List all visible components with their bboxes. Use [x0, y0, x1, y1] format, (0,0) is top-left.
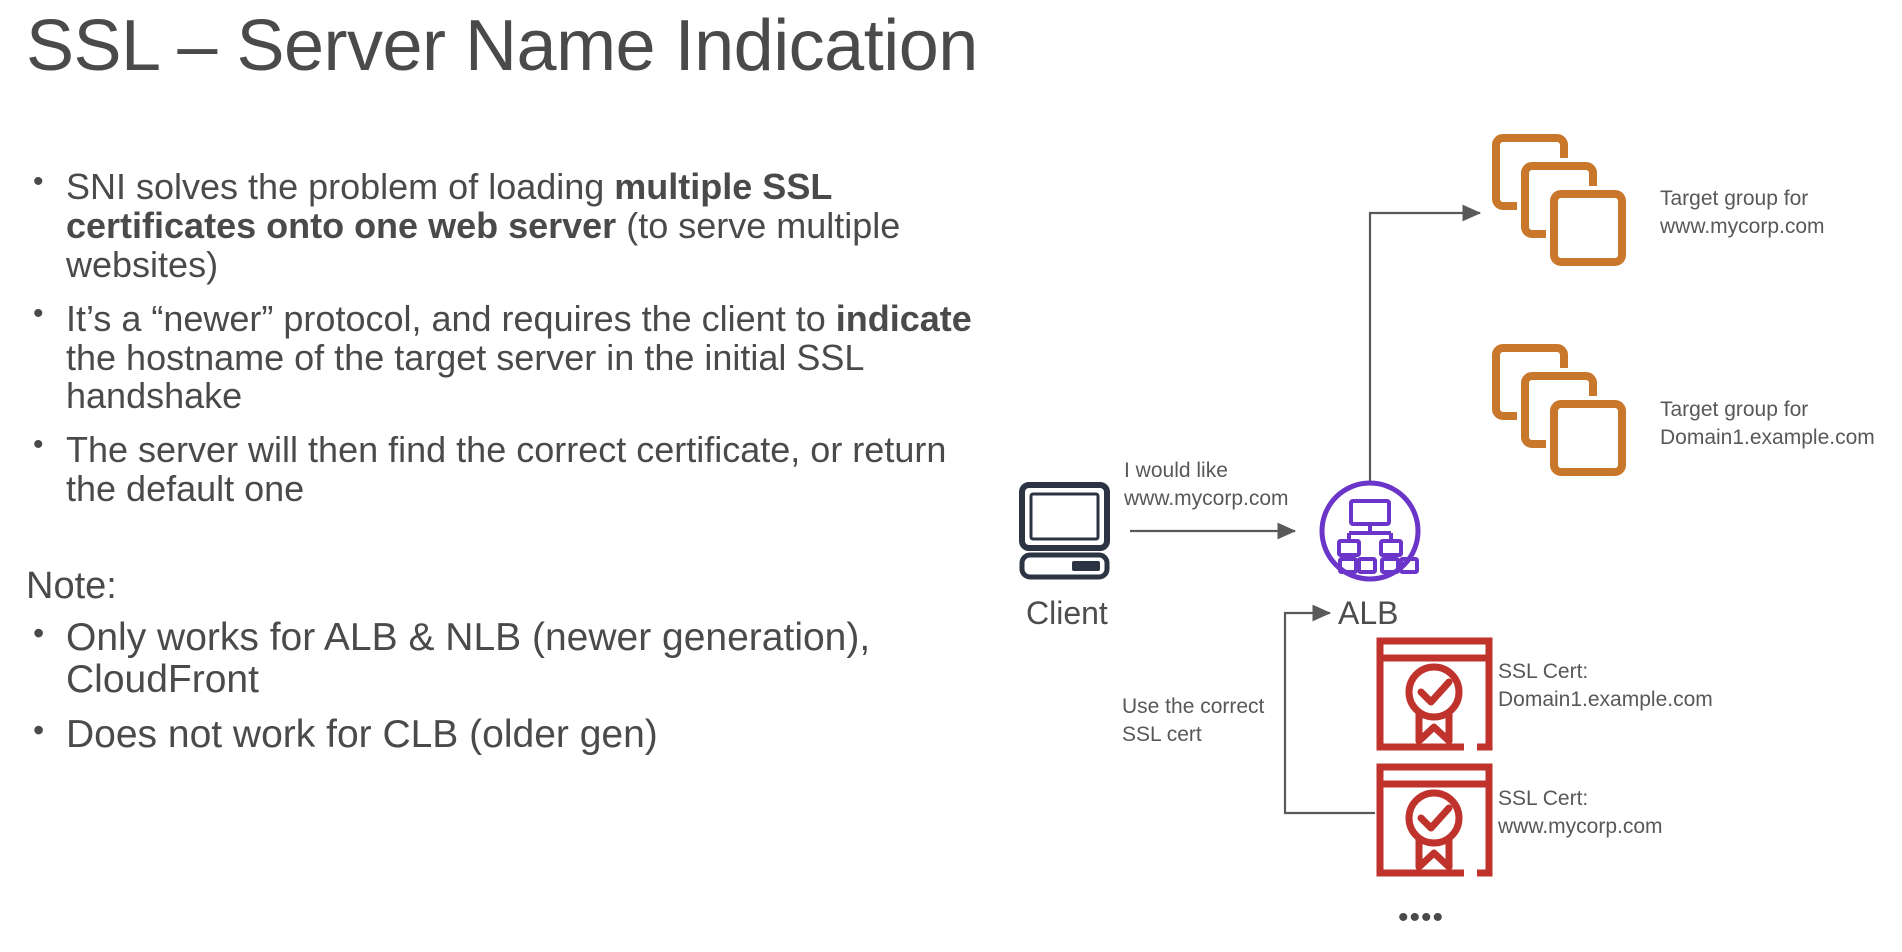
request-label: I would like www.mycorp.com: [1124, 459, 1289, 511]
certificate-badge-icon-2: [1376, 763, 1493, 877]
note-heading: Note:: [26, 565, 117, 607]
main-bullet-list: SNI solves the problem of loading multip…: [26, 166, 986, 510]
note-bullet-list: Only works for ALB & NLB (newer generati…: [26, 616, 986, 756]
bullet-item: SNI solves the problem of loading multip…: [26, 166, 986, 285]
client-node-label: Client: [1026, 595, 1108, 631]
bullet-text: The server will then find the correct ce…: [66, 429, 947, 510]
connector-alb-to-target-group: [1368, 204, 1482, 483]
bullet-emphasis: indicate: [835, 297, 972, 339]
note-bullet-item: Only works for ALB & NLB (newer generati…: [26, 616, 986, 701]
certificate-badge-icon-1: [1376, 637, 1493, 751]
bullet-text: the hostname of the target server in the…: [66, 336, 864, 417]
stacked-boxes-icon-2: [1492, 344, 1630, 480]
bullet-item: It’s a “newer” protocol, and requires th…: [26, 297, 986, 417]
target-group-label-1: Target group for www.mycorp.com: [1660, 187, 1825, 239]
desktop-computer-icon: [1019, 482, 1110, 580]
body-content: SNI solves the problem of loading multip…: [26, 166, 986, 769]
ssl-cert-label-2: SSL Cert: www.mycorp.com: [1498, 787, 1663, 839]
alb-node-label: ALB: [1338, 595, 1399, 631]
bullet-text: It’s a “newer” protocol, and requires th…: [66, 297, 836, 339]
target-group-label-2: Target group for Domain1.example.com: [1660, 398, 1875, 450]
bullet-emphasis: multiple SSL certificates onto one web s…: [66, 166, 832, 246]
bullet-item: The server will then find the correct ce…: [26, 429, 986, 510]
page-title: SSL – Server Name Indication: [26, 6, 978, 86]
use-cert-label: Use the correct SSL cert: [1122, 695, 1265, 747]
bullet-text: (to serve multiple websites): [66, 204, 901, 285]
note-bullet-item: Does not work for CLB (older gen): [26, 713, 986, 756]
connector-cert-to-alb: [1283, 604, 1375, 815]
bullet-text: SNI solves the problem of loading: [66, 166, 615, 207]
ellipsis-marker: ••••: [1398, 901, 1445, 934]
load-balancer-icon: [1319, 480, 1421, 582]
stacked-boxes-icon-1: [1492, 134, 1630, 270]
ssl-cert-label-1: SSL Cert: Domain1.example.com: [1498, 660, 1713, 712]
